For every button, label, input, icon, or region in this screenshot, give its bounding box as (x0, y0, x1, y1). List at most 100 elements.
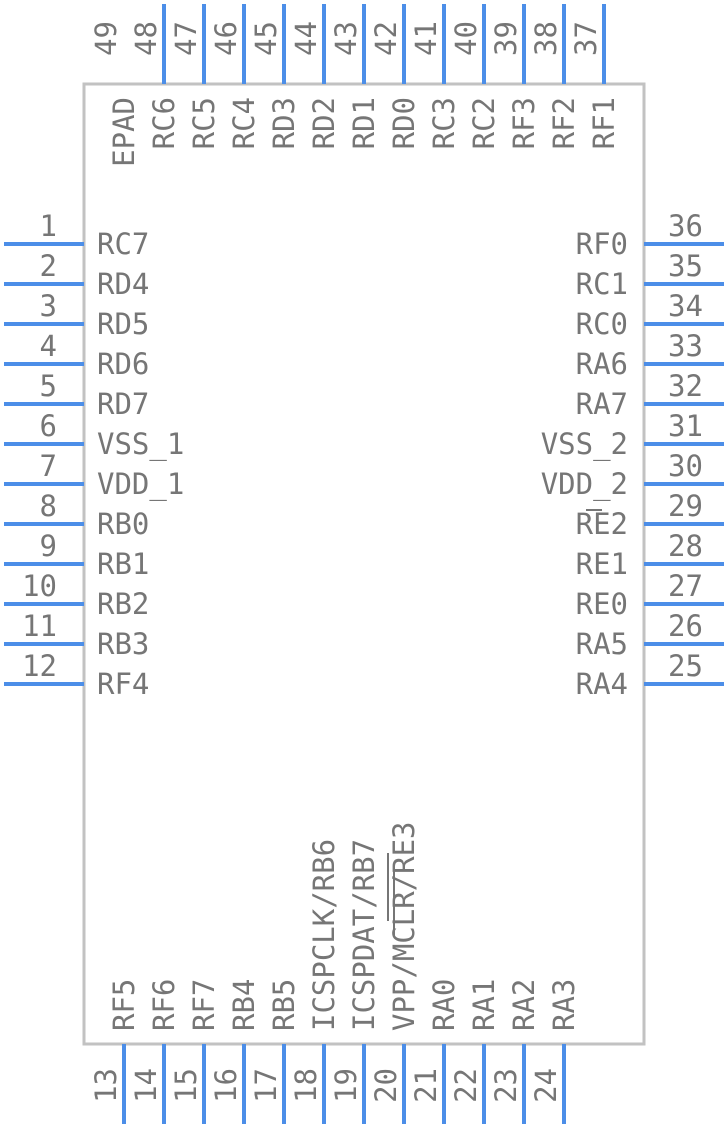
pin-24-number: 24 (529, 1068, 563, 1103)
pin-28-label-re1: RE1 (576, 547, 628, 581)
pin-34-label-rc0: RC0 (576, 307, 628, 341)
pin-45-label-rd3: RD3 (267, 97, 301, 149)
pin-48-number: 48 (129, 21, 163, 56)
pin-41-number: 41 (409, 21, 443, 56)
pin-6-number: 6 (40, 409, 57, 443)
pin-4-label-rd6: RD6 (97, 347, 149, 381)
pin-44-number: 44 (289, 21, 323, 56)
pin-40-label-rc2: RC2 (467, 97, 501, 149)
pin-22-number: 22 (449, 1068, 483, 1103)
pin-31-label-vss-2: VSS_2 (541, 427, 628, 462)
pin-42-label-rd0: RD0 (387, 97, 421, 149)
pin-11-number: 11 (22, 609, 57, 643)
pin-32-number: 32 (668, 369, 703, 403)
pin-15-label-rf7: RF7 (187, 979, 221, 1031)
pin-2-label-rd4: RD4 (97, 267, 149, 301)
pin-19-number: 19 (329, 1068, 363, 1103)
pin-20-number: 20 (369, 1068, 403, 1103)
pin-12-number: 12 (22, 649, 57, 683)
pin-9-label-rb1: RB1 (97, 547, 149, 581)
pin-35-number: 35 (668, 249, 703, 283)
pin-18-label-icspclk-rb6: ICSPCLK/RB6 (307, 839, 341, 1031)
pin-3-number: 3 (40, 289, 57, 323)
pin-47-number: 47 (169, 21, 203, 56)
pin-14-label-rf6: RF6 (147, 979, 181, 1031)
pin-16-label-rb4: RB4 (227, 979, 261, 1031)
pin-21-label-ra0: RA0 (427, 979, 461, 1031)
pin-29-label-re2: RE2 (576, 507, 628, 541)
pin-17-label-rb5: RB5 (267, 979, 301, 1031)
pin-4-number: 4 (40, 329, 57, 363)
pin-38-number: 38 (529, 21, 563, 56)
pin-11-label-rb3: RB3 (97, 627, 149, 661)
pin-27-label-re0: RE0 (576, 587, 628, 621)
pin-37-label-rf1: RF1 (587, 97, 621, 149)
pin-9-number: 9 (40, 529, 57, 563)
pin-14-number: 14 (129, 1068, 163, 1103)
pin-40-number: 40 (449, 21, 483, 56)
pin-37-number: 37 (569, 21, 603, 56)
pin-15-number: 15 (169, 1068, 203, 1103)
pin-8-label-rb0: RB0 (97, 507, 149, 541)
pin-2-number: 2 (40, 249, 57, 283)
pin-1-label-rc7: RC7 (97, 227, 149, 261)
pin-1-number: 1 (40, 209, 57, 243)
pin-12-label-rf4: RF4 (97, 667, 149, 701)
pin-6-label-vss-1: VSS_1 (97, 427, 184, 462)
pin-36-label-rf0: RF0 (576, 227, 628, 261)
pin-13-label-rf5: RF5 (107, 979, 141, 1031)
pin-43-label-rd1: RD1 (347, 97, 381, 149)
pin-7-label-vdd-1: VDD_1 (97, 467, 184, 502)
pin-21-number: 21 (409, 1068, 443, 1103)
pin-10-label-rb2: RB2 (97, 587, 149, 621)
pin-23-number: 23 (489, 1068, 523, 1103)
pin-28-number: 28 (668, 529, 703, 563)
pin-39-number: 39 (489, 21, 523, 56)
pin-41-label-rc3: RC3 (427, 97, 461, 149)
pin-13-number: 13 (89, 1068, 123, 1103)
pin-44-label-rd2: RD2 (307, 97, 341, 149)
pin-31-number: 31 (668, 409, 703, 443)
pin-19-label-icspdat-rb7: ICSPDAT/RB7 (347, 839, 381, 1031)
pin-35-label-rc1: RC1 (576, 267, 628, 301)
pin-49-number: 49 (89, 21, 123, 56)
pin-38-label-rf2: RF2 (547, 97, 581, 149)
pin-22-label-ra1: RA1 (467, 979, 501, 1031)
pin-3-label-rd5: RD5 (97, 307, 149, 341)
pin-17-number: 17 (249, 1068, 283, 1103)
pin-7-number: 7 (40, 449, 57, 483)
pin-49-label-epad: EPAD (107, 97, 141, 167)
pin-48-label-rc6: RC6 (147, 97, 181, 149)
pin-45-number: 45 (249, 21, 283, 56)
pin-30-number: 30 (668, 449, 703, 483)
pin-42-number: 42 (369, 21, 403, 56)
pin-30-label-vdd-2: VDD_2 (541, 467, 628, 502)
pin-27-number: 27 (668, 569, 703, 603)
pin-25-number: 25 (668, 649, 703, 683)
pin-26-label-ra5: RA5 (576, 627, 628, 661)
pin-24-label-ra3: RA3 (547, 979, 581, 1031)
pin-36-number: 36 (668, 209, 703, 243)
ic-body (82, 82, 646, 1046)
pin-23-label-ra2: RA2 (507, 979, 541, 1031)
pin-33-label-ra6: RA6 (576, 347, 628, 381)
pin-5-label-rd7: RD7 (97, 387, 149, 421)
pin-16-number: 16 (209, 1068, 243, 1103)
pin-10-number: 10 (22, 569, 57, 603)
pin-25-label-ra4: RA4 (576, 667, 628, 701)
pin-32-label-ra7: RA7 (576, 387, 628, 421)
pin-8-number: 8 (40, 489, 57, 523)
pin-26-number: 26 (668, 609, 703, 643)
pin-5-number: 5 (40, 369, 57, 403)
pin-47-label-rc5: RC5 (187, 97, 221, 149)
pin-34-number: 34 (668, 289, 703, 323)
pin-46-number: 46 (209, 21, 243, 56)
pin-18-number: 18 (289, 1068, 323, 1103)
pin-33-number: 33 (668, 329, 703, 363)
pin-39-label-rf3: RF3 (507, 97, 541, 149)
pin-20-label-vpp-mclr-re3: VPP/MCLR/RE3 (387, 821, 421, 1031)
pin-29-number: 29 (668, 489, 703, 523)
pin-43-number: 43 (329, 21, 363, 56)
